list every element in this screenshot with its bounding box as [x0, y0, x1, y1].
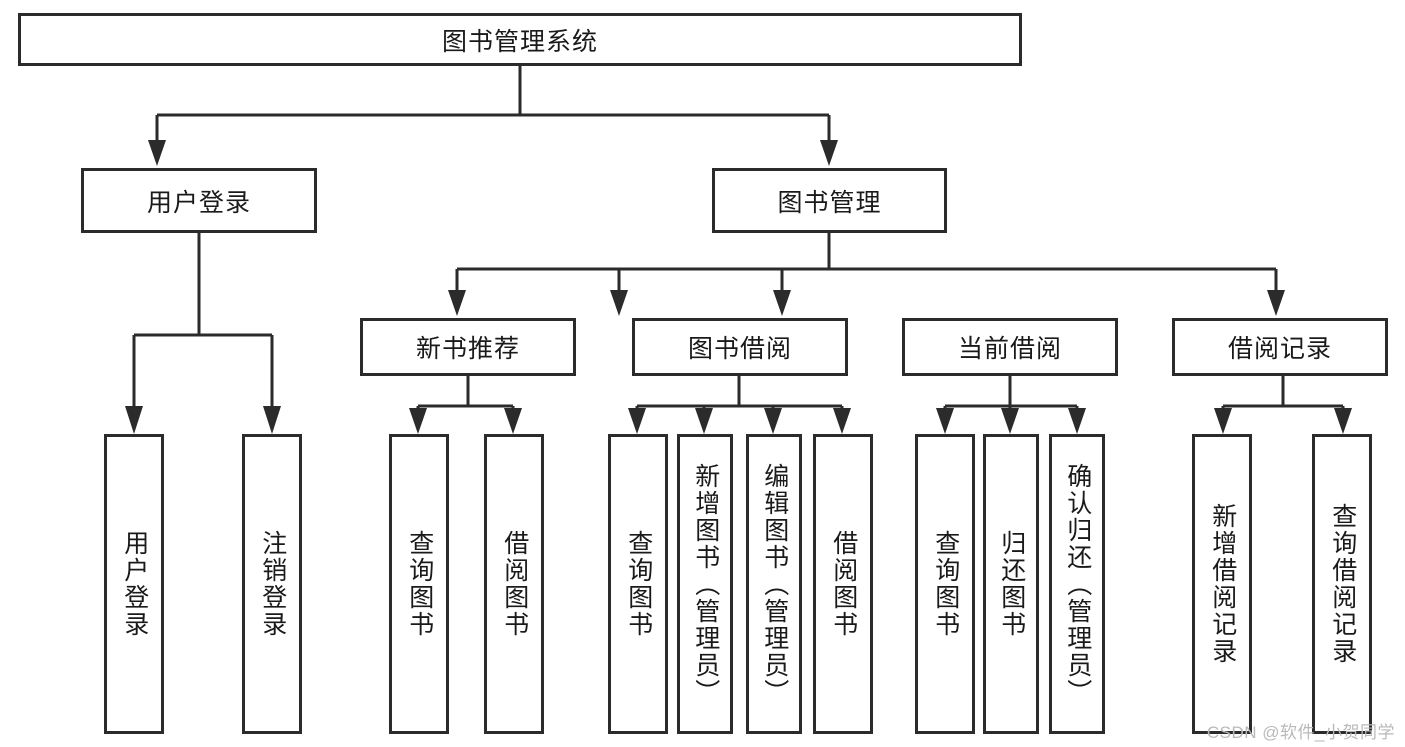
leaf-newbook-borrow-book[interactable]: 借阅图书: [484, 434, 544, 734]
leaf-borrow-edit-book-label: 编辑图书（管理员）: [760, 462, 789, 706]
leaf-record-add-record[interactable]: 新增借阅记录: [1192, 434, 1252, 734]
leaf-current-query-book-label: 查询图书: [931, 530, 960, 638]
watermark: CSDN @软件_小贺同学: [1206, 723, 1395, 742]
arrowhead-record-leaf1: [1214, 408, 1232, 434]
node-root-label: 图书管理系统: [441, 27, 598, 56]
node-borrow-record-label: 借阅记录: [1227, 335, 1332, 363]
arrowhead-login-leaf2: [263, 406, 281, 434]
node-borrow-record[interactable]: 借阅记录: [1172, 318, 1388, 376]
leaf-borrow-borrow-book-label: 借阅图书: [829, 530, 858, 638]
leaf-borrow-edit-book[interactable]: 编辑图书（管理员）: [746, 434, 802, 734]
arrowhead-newbook: [448, 290, 466, 316]
leaf-user-login-label: 用户登录: [120, 530, 149, 638]
leaf-record-query-record-label: 查询借阅记录: [1328, 503, 1357, 665]
arrowhead-borrow-leaf2: [695, 408, 713, 434]
leaf-newbook-borrow-book-label: 借阅图书: [500, 530, 529, 638]
leaf-borrow-borrow-book[interactable]: 借阅图书: [813, 434, 873, 734]
leaf-current-return-book[interactable]: 归还图书: [983, 434, 1039, 734]
arrowhead-borrow: [610, 290, 628, 316]
node-user-login[interactable]: 用户登录: [81, 168, 317, 233]
node-user-login-label: 用户登录: [146, 188, 251, 217]
leaf-current-return-book-label: 归还图书: [997, 530, 1026, 638]
leaf-newbook-query-book[interactable]: 查询图书: [389, 434, 449, 734]
arrowhead-user-login: [148, 140, 166, 166]
node-current-borrow[interactable]: 当前借阅: [902, 318, 1118, 376]
leaf-current-confirm-return-label: 确认归还（管理员）: [1063, 462, 1092, 706]
node-book-management-label: 图书管理: [777, 188, 882, 217]
arrowhead-record-leaf2: [1334, 408, 1352, 434]
leaf-borrow-add-book[interactable]: 新增图书（管理员）: [677, 434, 733, 734]
node-book-borrow-label: 图书借阅: [687, 335, 792, 363]
node-root[interactable]: 图书管理系统: [18, 13, 1022, 66]
arrowhead-book-mgmt: [820, 140, 838, 166]
leaf-logout-label: 注销登录: [258, 530, 287, 638]
node-book-borrow[interactable]: 图书借阅: [632, 318, 848, 376]
arrowhead-newbook-leaf1: [409, 408, 427, 434]
arrowhead-current-leaf2: [1001, 408, 1019, 434]
arrowhead-current: [773, 290, 791, 316]
leaf-borrow-query-book-label: 查询图书: [624, 530, 653, 638]
node-new-book-recommend[interactable]: 新书推荐: [360, 318, 576, 376]
arrowhead-current-leaf1: [936, 408, 954, 434]
arrowhead-record: [1267, 290, 1285, 316]
leaf-logout[interactable]: 注销登录: [242, 434, 302, 734]
leaf-current-confirm-return[interactable]: 确认归还（管理员）: [1049, 434, 1105, 734]
leaf-record-add-record-label: 新增借阅记录: [1208, 503, 1237, 665]
node-book-management[interactable]: 图书管理: [712, 168, 947, 233]
leaf-current-query-book[interactable]: 查询图书: [915, 434, 975, 734]
arrowhead-newbook-leaf2: [504, 408, 522, 434]
arrowhead-current-leaf3: [1068, 408, 1086, 434]
node-new-book-recommend-label: 新书推荐: [415, 335, 520, 363]
node-current-borrow-label: 当前借阅: [957, 335, 1062, 363]
leaf-borrow-query-book[interactable]: 查询图书: [608, 434, 668, 734]
leaf-newbook-query-book-label: 查询图书: [405, 530, 434, 638]
arrowhead-login-leaf1: [125, 406, 143, 434]
arrowhead-borrow-leaf3: [764, 408, 782, 434]
arrowhead-borrow-leaf4: [833, 408, 851, 434]
leaf-borrow-add-book-label: 新增图书（管理员）: [691, 462, 720, 706]
arrowhead-borrow-leaf1: [628, 408, 646, 434]
leaf-user-login[interactable]: 用户登录: [104, 434, 164, 734]
leaf-record-query-record[interactable]: 查询借阅记录: [1312, 434, 1372, 734]
